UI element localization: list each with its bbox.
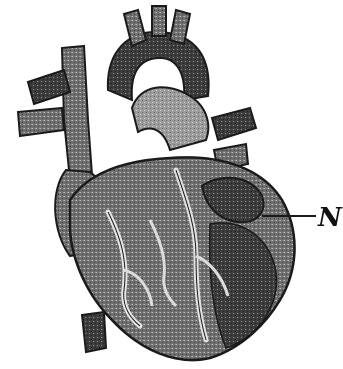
- pulmonary-vein-right-upper: [212, 108, 256, 140]
- pulmonary-artery-left-lower: [18, 108, 64, 136]
- aortic-branch-middle: [152, 6, 166, 36]
- superior-vena-cava: [62, 46, 92, 180]
- callout-label: N: [317, 203, 343, 233]
- inferior-vena-cava: [82, 312, 106, 352]
